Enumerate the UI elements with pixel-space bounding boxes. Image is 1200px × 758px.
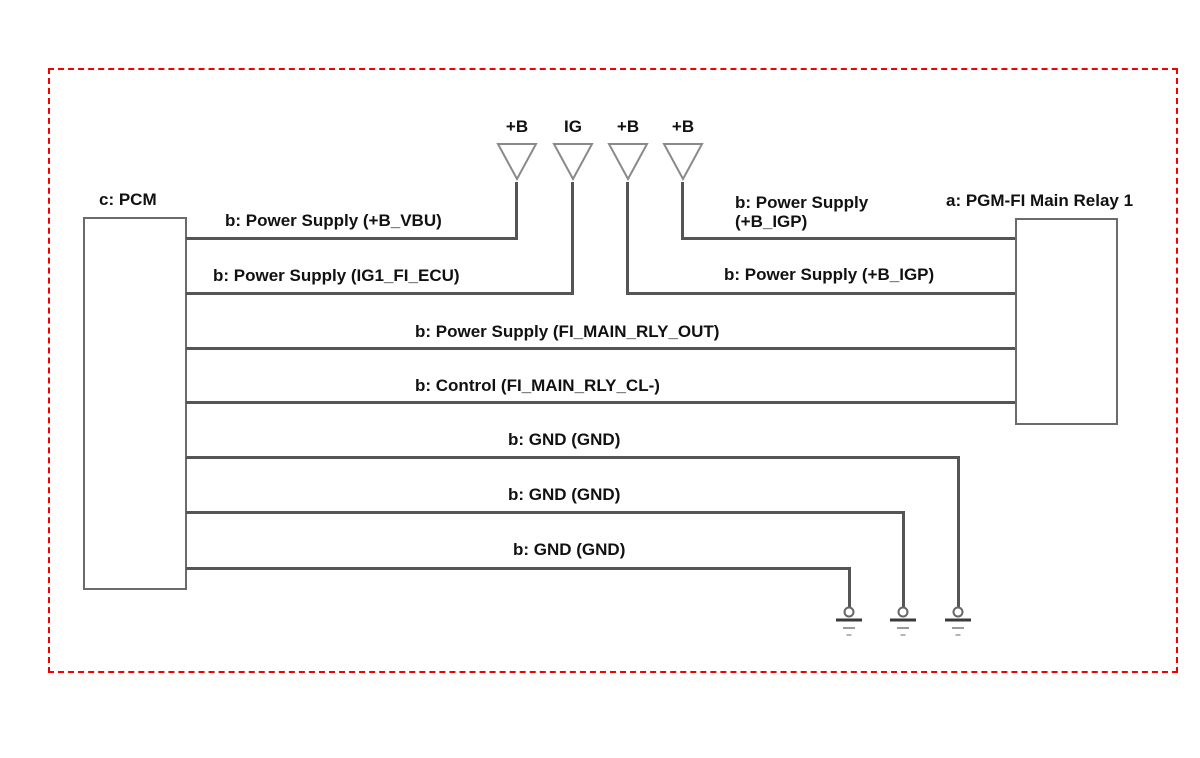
wire-label-gnd-3: b: GND (GND): [513, 540, 626, 559]
connector-triangle-icon: [607, 143, 649, 181]
power-connector-b2: +B: [600, 117, 656, 181]
wire-segment: [571, 182, 574, 295]
wire-label-b-igp-upper: b: Power Supply (+B_IGP): [735, 193, 868, 231]
power-connector-b3: +B: [655, 117, 711, 181]
wire-fi-main-rly-cl: [186, 401, 1015, 404]
connector-label: +B: [505, 117, 529, 136]
connector-triangle-icon: [552, 143, 594, 181]
connector-label: +B: [671, 117, 695, 136]
wire-segment: [681, 182, 684, 240]
wire-ig1-fi-ecu: [186, 292, 574, 295]
wire-label-b-igp-lower: b: Power Supply (+B_IGP): [724, 265, 935, 284]
ground-symbol-icon: [834, 606, 864, 640]
ground-symbol-icon: [943, 606, 973, 640]
power-connector-b1: +B: [489, 117, 545, 181]
pcm-component-box: [83, 217, 187, 590]
connector-triangle-icon: [496, 143, 538, 181]
wire-label-gnd-2: b: GND (GND): [508, 485, 621, 504]
connector-label: IG: [564, 117, 582, 136]
wire-label-gnd-1: b: GND (GND): [508, 430, 621, 449]
pcm-label: c: PCM: [99, 190, 157, 209]
wire-gnd-1-drop: [957, 456, 960, 608]
wire-gnd-3: [186, 567, 851, 570]
wire-fi-main-rly-out: [186, 347, 1015, 350]
wire-label-fi-main-rly-cl: b: Control (FI_MAIN_RLY_CL-): [415, 376, 660, 395]
wire-b-igp-lower: [626, 292, 1015, 295]
connector-label: +B: [616, 117, 640, 136]
wire-gnd-2-drop: [902, 511, 905, 608]
wire-label-fi-main-rly-out: b: Power Supply (FI_MAIN_RLY_OUT): [415, 322, 720, 341]
wire-segment: [626, 182, 629, 295]
wire-gnd-1: [186, 456, 960, 459]
wire-label-line1: b: Power Supply: [735, 193, 869, 212]
pgm-fi-main-relay-label: a: PGM-FI Main Relay 1: [946, 191, 1134, 210]
wire-segment: [515, 182, 518, 240]
ground-symbol-icon: [888, 606, 918, 640]
wire-gnd-2: [186, 511, 905, 514]
wire-b-vbu: [186, 237, 518, 240]
power-connector-ig: IG: [545, 117, 601, 181]
diagram-dashed-border: [48, 68, 1178, 673]
connector-triangle-icon: [662, 143, 704, 181]
wire-label-line2: (+B_IGP): [735, 212, 808, 231]
pgm-fi-main-relay-box: [1015, 218, 1118, 425]
wire-label-ig1-fi-ecu: b: Power Supply (IG1_FI_ECU): [213, 266, 460, 285]
wire-label-b-vbu: b: Power Supply (+B_VBU): [225, 211, 442, 230]
wire-gnd-3-drop: [848, 567, 851, 608]
wire-b-igp-upper: [681, 237, 1015, 240]
